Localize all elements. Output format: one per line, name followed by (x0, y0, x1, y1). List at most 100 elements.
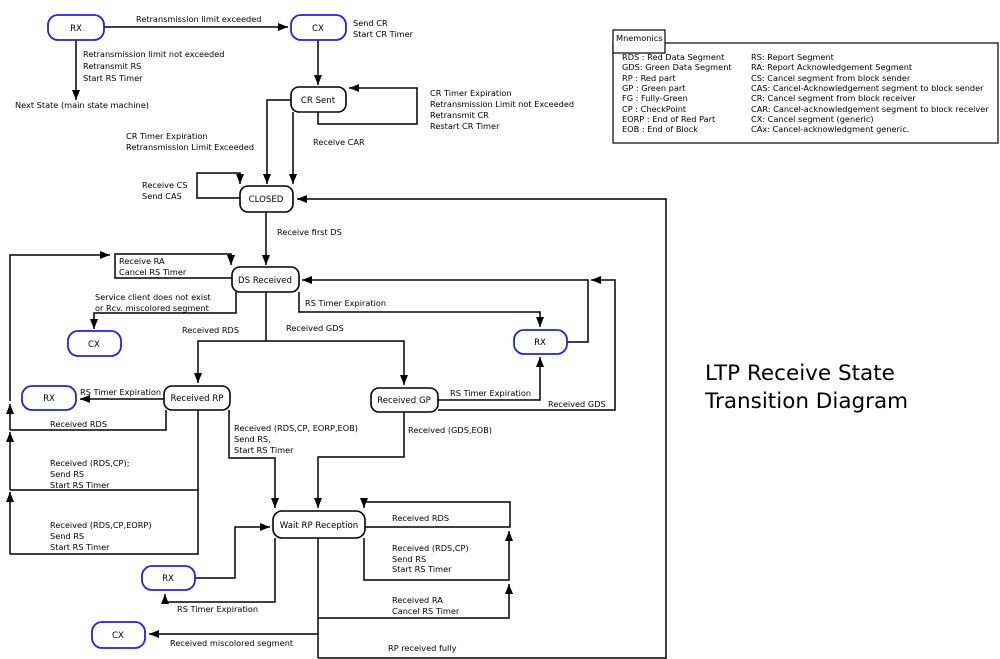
arrow-rx-bottom-to-wait (195, 523, 270, 579)
label-received-rds-split: Received RDS (182, 325, 239, 335)
arrow-ds-to-gp (266, 340, 408, 385)
arrow-ds-self-loop (114, 253, 235, 279)
state-ds-received: DS Received (231, 266, 300, 293)
arrow-rp-to-wait (228, 410, 279, 508)
arrow-gp-to-rx-right (438, 357, 544, 401)
label-send-cr-1: Send CR (353, 18, 388, 28)
state-cr-sent-label: CR Sent (301, 96, 336, 106)
label-rds-cp-eorp-1: Received (RDS,CP,EORP) (50, 520, 152, 530)
state-cr-sent: CR Sent (290, 86, 347, 113)
label-miscolored: Received miscolored segment (170, 638, 294, 648)
states: RX CX CR Sent CLOSED DS Received CX RX (21, 14, 568, 649)
mnemonic-item: CX: Cancel segment (generic) (751, 114, 874, 124)
label-rs-exp-left: RS Timer Expiration (80, 387, 161, 397)
label-retrans-not-1: Retransmission limit not exceeded (83, 49, 225, 59)
arrow-left-merge-to-ds (9, 251, 110, 401)
label-rs-exp-ds: RS Timer Expiration (305, 298, 386, 308)
state-wait-rp: Wait RP Reception (272, 510, 366, 539)
arrow-wait-loop-rds (360, 498, 511, 528)
label-cr-exp-2: Retransmission Limit Exceeded (126, 142, 254, 152)
mnemonic-item: RS: Report Segment (751, 52, 835, 62)
label-cr-loop-1: CR Timer Expiration (430, 88, 512, 98)
label-retrans-not-3: Start RS Timer (83, 73, 143, 83)
label-receive-car: Receive CAR (313, 137, 365, 147)
state-rx-left-box (21, 385, 77, 411)
state-received-gp: Received GP (370, 387, 439, 413)
label-wait-ra-1: Received RA (392, 595, 443, 605)
state-cx-mid-label: CX (88, 340, 100, 350)
label-wait-rds-cp-1: Received (RDS,CP) (392, 543, 469, 553)
mnemonic-item: RA: Report Acknowledgement Segment (751, 62, 913, 72)
mnemonic-item: CAx: Cancel-acknowledgment generic. (751, 124, 909, 134)
state-rx-top: RX (47, 14, 105, 41)
mnemonic-item: CS: Cancel segment from block sender (751, 73, 911, 83)
state-rx-top-box (47, 14, 105, 41)
label-rds-cp-2: Send RS (50, 469, 84, 479)
mnemonic-item: FG : Fully-Green (622, 93, 688, 103)
label-send-cr-2: Start CR Timer (353, 29, 414, 39)
mnemonics-right-column: RS: Report Segment RA: Report Acknowledg… (751, 52, 989, 134)
label-retrans-not-2: Retransmit RS (83, 61, 141, 71)
label-rs-exp-bottom: RS Timer Expiration (177, 604, 258, 614)
label-rp-to-wait-3: Start RS Timer (234, 445, 294, 455)
arrow-rp-received-fully-to-closed (297, 195, 667, 659)
arrow-ds-to-rx-right (298, 292, 544, 327)
arrow-wait-to-rx-bottom (161, 538, 276, 604)
label-rds-cp-eorp-2: Send RS (50, 531, 84, 541)
arrow-cr-sent-to-closed-left (263, 99, 291, 184)
state-rx-left: RX (21, 385, 77, 411)
state-ds-received-label: DS Received (238, 276, 292, 286)
state-received-rp: Received RP (163, 385, 231, 411)
mnemonic-item: CP : CheckPoint (622, 104, 687, 114)
arrow-rx-right-to-ds (302, 276, 589, 343)
mnemonic-item: EORP : End of Red Part (622, 114, 716, 124)
mnemonic-item: GDS: Green Data Segment (622, 62, 732, 72)
state-cx-mid-box (67, 330, 122, 357)
mnemonic-item: EOB : End of Block (622, 124, 698, 134)
transitions (5, 23, 667, 659)
state-closed: CLOSED (239, 185, 294, 213)
mnemonics-tab (612, 29, 666, 54)
mnemonic-item: CR: Cancel segment from block receiver (751, 93, 916, 103)
state-cx-top-label: CX (312, 24, 324, 34)
state-ds-received-box (231, 266, 300, 293)
state-cr-sent-box (290, 86, 347, 113)
state-cx-top-box (290, 14, 347, 41)
mnemonics-left-column: RDS : Red Data Segment GDS: Green Data S… (622, 52, 732, 134)
state-wait-rp-label: Wait RP Reception (280, 521, 358, 531)
mnemonic-item: CAR: Cancel-acknowledgement segment to b… (751, 104, 989, 114)
diagram-title: LTP Receive State Transition Diagram (704, 361, 908, 414)
state-rx-bottom-label: RX (162, 574, 174, 584)
label-rp-to-wait-1: Received (RDS,CP, EORP,EOB) (234, 423, 358, 433)
label-received-gds-back: Received GDS (548, 399, 606, 409)
line-rp-rds-cp-eorp-back (10, 490, 199, 555)
label-wait-ra-2: Cancel RS Timer (392, 606, 460, 616)
state-cx-bottom: CX (91, 621, 146, 649)
label-received-rds-back: Received RDS (50, 419, 107, 429)
mnemonics-legend: Mnemonics RDS : Red Data Segment GDS: Gr… (612, 29, 999, 144)
label-rds-cp-1: Received (RDS,CP); (50, 458, 129, 468)
mnemonic-item: CAS: Cancel-Acknowledgement segment to b… (751, 83, 984, 93)
label-send-cas: Send CAS (142, 191, 182, 201)
mnemonics-tab-label: Mnemonics (616, 33, 663, 43)
title-line-1: LTP Receive State (705, 361, 895, 386)
label-wait-rds-cp-2: Send RS (392, 554, 426, 564)
state-cx-top: CX (290, 14, 347, 41)
label-cr-exp-1: CR Timer Expiration (126, 131, 208, 141)
state-closed-box (239, 185, 294, 213)
state-closed-label: CLOSED (249, 195, 284, 205)
arrow-ds-to-rp (194, 340, 266, 383)
mnemonics-box (612, 42, 999, 144)
state-rx-left-label: RX (43, 394, 55, 404)
arrow-wait-loop-ra (318, 584, 513, 619)
state-received-rp-box (163, 385, 231, 411)
mnemonic-item: RP : Red part (622, 73, 676, 83)
label-rds-cp-eorp-3: Start RS Timer (50, 542, 110, 552)
arrow-cr-sent-self-loop (317, 84, 418, 125)
label-wait-loop-rds: Received RDS (392, 513, 449, 523)
state-received-rp-label: Received RP (171, 394, 224, 404)
title-line-2: Transition Diagram (704, 389, 908, 414)
state-received-gp-box (370, 387, 439, 413)
